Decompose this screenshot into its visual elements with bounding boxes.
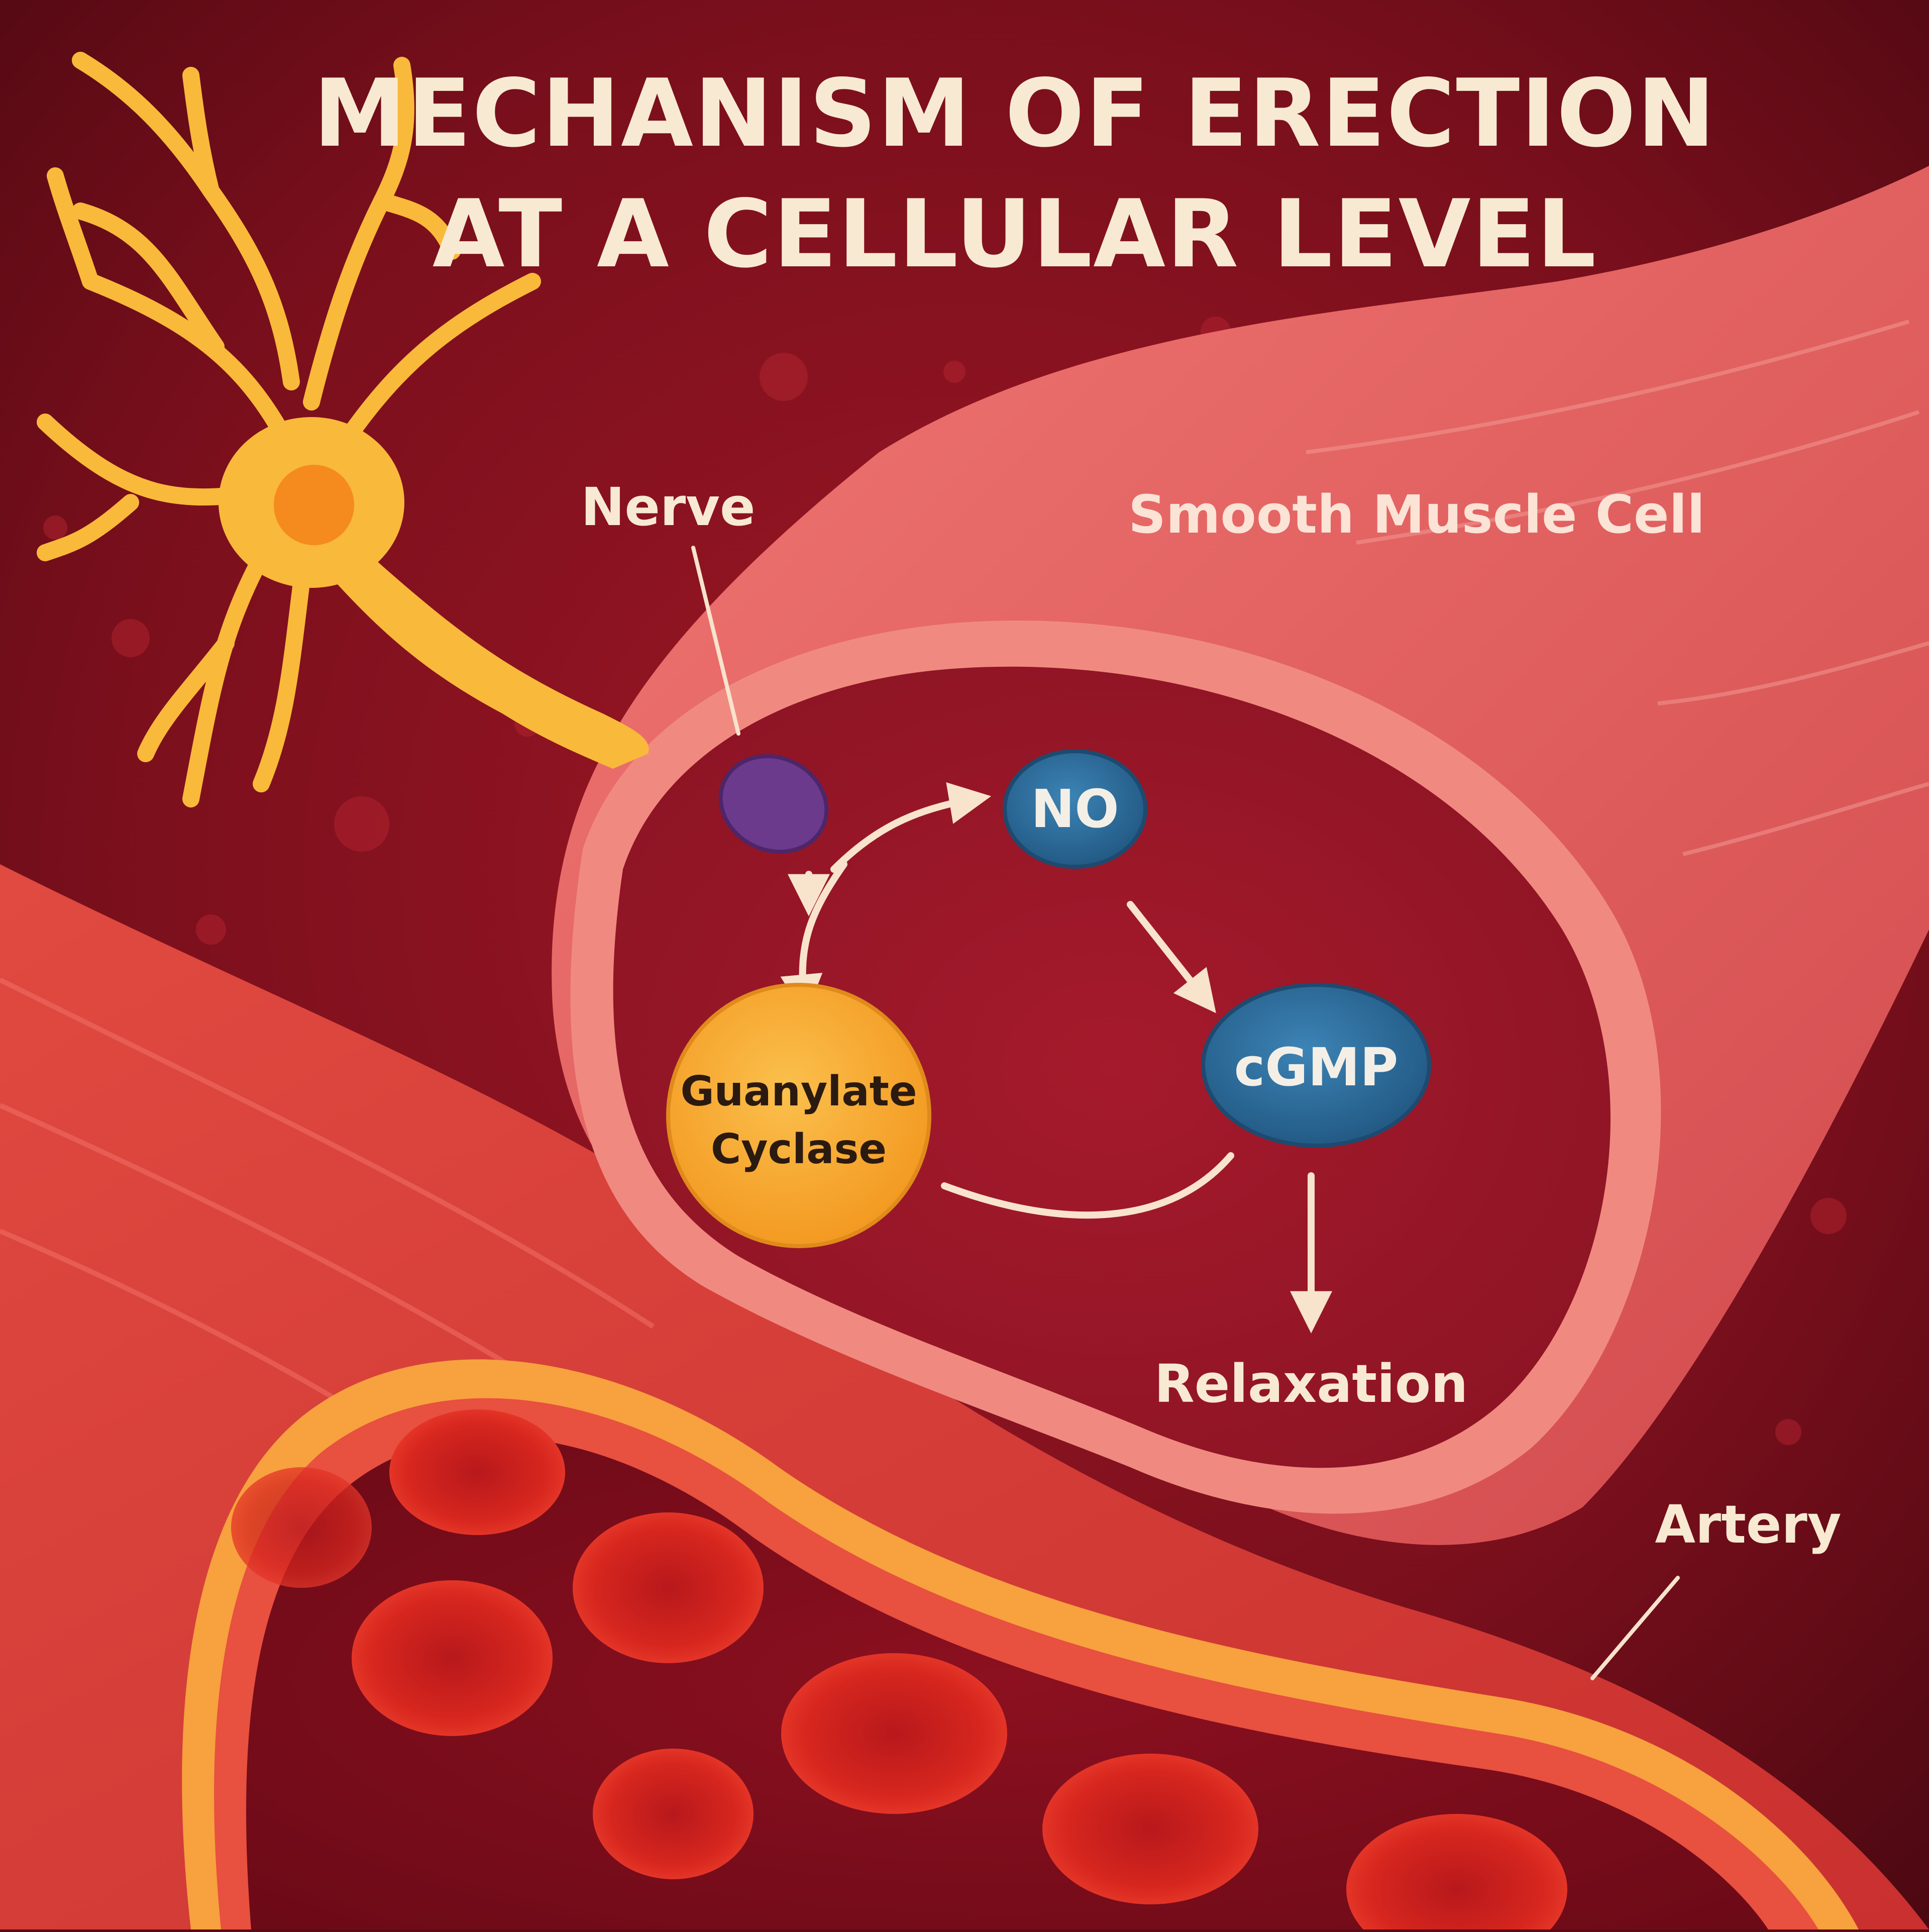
relaxation-label: Relaxation [1154, 1353, 1468, 1414]
red-blood-cell [389, 1409, 565, 1535]
pathway-arrows [780, 782, 1332, 1334]
no-molecule: NO [1003, 749, 1147, 869]
artery-label: Artery [1655, 1494, 1841, 1555]
nerve-leader-line [691, 546, 740, 736]
cgmp-label: cGMP [1234, 1037, 1399, 1098]
red-blood-cell [1346, 1814, 1567, 1932]
neuron [37, 52, 649, 807]
dendrite [47, 167, 99, 290]
arrow-cgmp-feedback [941, 1152, 1234, 1219]
neuron-nucleus [274, 465, 354, 545]
red-blood-cell [1042, 1754, 1258, 1904]
guanylate-cyclase: Guanylate Cyclase [666, 983, 931, 1248]
muscle-cell-cytoplasm [613, 666, 1611, 1468]
arrow-no-to-guanylate-cyclase [780, 861, 847, 1017]
red-blood-cell [231, 1467, 372, 1588]
title-line-2: AT A CELLULAR LEVEL [433, 179, 1597, 288]
dendrite [37, 494, 139, 561]
dendrite [253, 574, 310, 792]
page-title: MECHANISM OF ERECTION AT A CELLULAR LEVE… [313, 59, 1717, 288]
arrow-no-to-cgmp [1127, 901, 1216, 1013]
red-blood-cell [352, 1580, 553, 1736]
dendrite [303, 57, 414, 411]
leader-lines [691, 546, 1680, 1680]
red-blood-cell [573, 1512, 764, 1663]
dendrite [343, 273, 541, 441]
dendrite [72, 202, 225, 355]
nerve-label: Nerve [581, 476, 755, 538]
title-line-1: MECHANISM OF ERECTION [313, 59, 1717, 168]
guanylate-cyclase-label-line2: Cyclase [711, 1126, 887, 1173]
red-blood-cells [231, 1409, 1567, 1932]
arrow-vesicle-to-no [830, 782, 992, 873]
dendrite [182, 67, 220, 199]
guanylate-cyclase-label-line1: Guanylate [680, 1068, 917, 1115]
dendrite [182, 549, 270, 807]
red-blood-cell [593, 1749, 754, 1879]
muscle-cell-striations [1306, 320, 1929, 856]
red-blood-cell [781, 1653, 1007, 1814]
neuron-axon [332, 548, 649, 769]
cgmp-molecule: cGMP [1201, 983, 1431, 1148]
no-label: NO [1031, 778, 1119, 840]
dendrite [373, 192, 461, 260]
artery-leader-line [1590, 1576, 1680, 1680]
smooth-muscle-cell-label: Smooth Muscle Cell [1128, 484, 1705, 545]
vesicle [718, 754, 829, 854]
dendrite [137, 635, 235, 762]
